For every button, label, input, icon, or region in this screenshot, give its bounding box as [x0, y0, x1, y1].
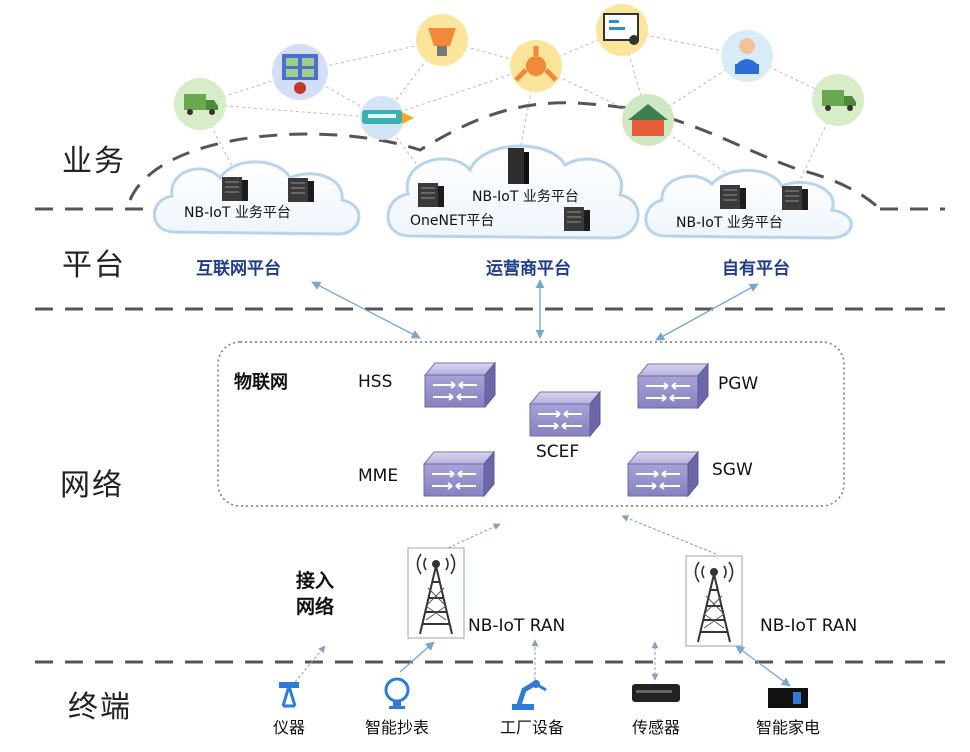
arrow-left-ran-core: [447, 523, 501, 549]
own-cloud-text: NB-IoT 业务平台: [676, 215, 783, 231]
business-truck-icon: [174, 78, 226, 130]
business-dashboard-icon: [272, 44, 328, 100]
sgw-switch-icon: [627, 451, 699, 497]
arrow-own-platform-core: [655, 283, 759, 341]
server-icon: [222, 177, 248, 201]
access-network-line2: 网络: [296, 596, 335, 618]
scef-switch-icon: [529, 391, 601, 437]
access-network-label: 接入 网络: [296, 568, 334, 620]
ran-label-left: NB-IoT RAN: [468, 616, 566, 636]
node-label-scef: SCEF: [536, 442, 580, 462]
arrow-instrument-ran: [294, 645, 326, 683]
terminal-label-smart-appliance: 智能家电: [755, 718, 820, 737]
terminal-label-instrument: 仪器: [272, 718, 305, 737]
node-label-pgw: PGW: [718, 374, 759, 394]
business-user-icon: [721, 30, 773, 82]
factory-robot-icon: [512, 680, 547, 710]
server-icon: [418, 183, 444, 207]
business-monitor-icon: [596, 4, 648, 56]
node-label-mme: MME: [358, 466, 399, 486]
layer-label-platform: 平台: [62, 248, 126, 283]
right-base-station-icon: [685, 555, 743, 647]
left-base-station-icon: [407, 547, 465, 639]
business-network-icon: [360, 96, 414, 140]
platform-name-operator: 运营商平台: [486, 259, 571, 279]
mme-switch-icon: [423, 451, 495, 497]
separator-business-curve: [128, 101, 882, 211]
arrow-internet-platform-core: [311, 281, 421, 339]
access-network-line1: 接入: [296, 570, 335, 592]
server-icon: [720, 185, 746, 209]
cloud-internet-platform: [152, 160, 361, 236]
smart-meter-icon: [384, 677, 410, 709]
server-icon: [288, 178, 314, 202]
terminal-label-smart-meter: 智能抄表: [364, 718, 429, 737]
terminal-label-sensor: 传感器: [631, 718, 680, 737]
onenet-cloud-text: OneNET平台: [410, 213, 495, 229]
arrow-meter-ran: [399, 641, 435, 673]
arrow-appliance-ran: [735, 645, 791, 687]
pgw-switch-icon: [637, 363, 709, 409]
business-house-icon: [622, 94, 674, 146]
node-label-sgw: SGW: [712, 460, 753, 480]
layer-label-terminal: 终端: [68, 690, 132, 725]
server-icon: [782, 186, 808, 210]
platform-name-own: 自有平台: [722, 259, 790, 279]
hss-switch-icon: [424, 362, 496, 408]
internet-cloud-text: NB-IoT 业务平台: [184, 205, 291, 221]
core-network-frame: [217, 341, 845, 507]
platform-name-internet: 互联网平台: [196, 259, 281, 279]
terminal-label-factory-equipment: 工厂设备: [499, 718, 564, 737]
core-network-title: 物联网: [234, 372, 288, 393]
tower-server-icon: [508, 148, 529, 184]
node-label-hss: HSS: [358, 372, 393, 392]
instrument-icon: [279, 682, 299, 708]
layer-label-network: 网络: [60, 468, 124, 503]
business-lamp-icon: [416, 14, 468, 66]
sensor-icon: [632, 684, 680, 702]
operator-cloud-text: NB-IoT 业务平台: [472, 189, 579, 205]
business-hub-icon: [510, 40, 562, 92]
server-icon: [564, 207, 590, 231]
business-truck-icon-right: [812, 74, 864, 126]
smart-appliance-icon: [768, 688, 808, 708]
layer-label-business: 业务: [62, 144, 126, 179]
arrow-right-ran-core: [621, 515, 717, 555]
ran-label-right: NB-IoT RAN: [760, 616, 858, 636]
